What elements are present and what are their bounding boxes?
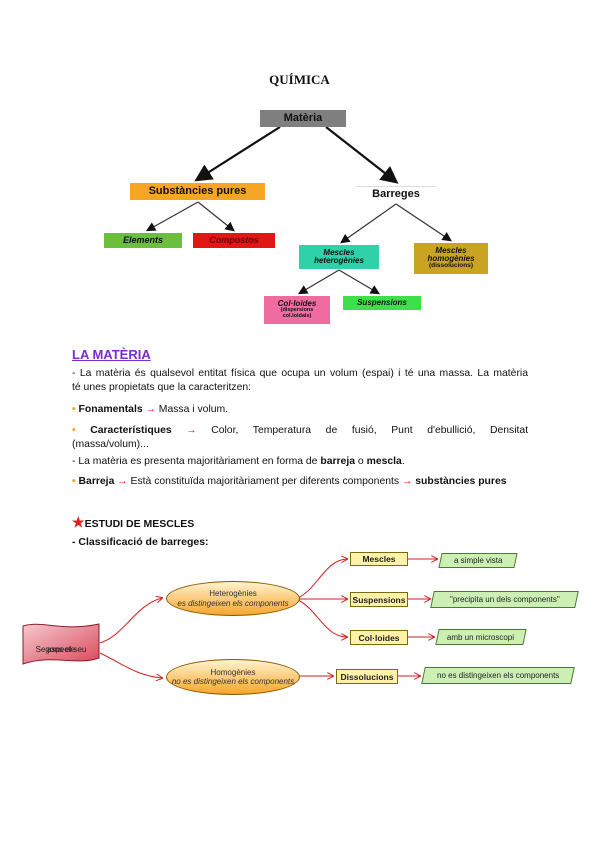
node-suspensions: Suspensions — [343, 296, 421, 310]
node-coll-line1: Col·loides — [277, 299, 317, 309]
result-suspensions-text: "precipita un dels components" — [449, 595, 560, 604]
barreja-text: Està constituïda majoritàriament per dif… — [130, 476, 400, 487]
red-arrow-icon: → — [117, 476, 128, 487]
node-materia: Matèria — [260, 110, 346, 127]
item-barreja: • Barreja → Està constituïda majoritària… — [72, 475, 528, 489]
node-compostos: Compostos — [193, 233, 275, 248]
presenta-o: o — [357, 456, 364, 467]
box-suspensions: Suspensions — [350, 592, 408, 607]
node-mescles-heterogenies: Mescles heterogènies — [299, 245, 379, 269]
fonamentals-text: Massa i volum. — [158, 404, 229, 415]
red-arrow-icon: → — [401, 476, 413, 487]
paragraph-definition: - La matèria és qualsevol entitat física… — [72, 367, 528, 394]
node-mhet-line2: heterogènies — [314, 256, 364, 265]
result-suspensions: "precipita un dels components" — [430, 591, 579, 608]
caracteristiques-label: Característiques — [90, 425, 172, 436]
car-word: fusió, — [351, 425, 377, 436]
heterogenies-desc: es distingeixen els components — [177, 598, 289, 608]
section-heading: LA MATÈRIA — [72, 347, 151, 362]
node-coll-line3: col.loidals) — [282, 313, 312, 320]
bullet-icon: • — [72, 425, 76, 436]
box-dissolucions: Dissolucions — [336, 669, 398, 684]
node-colloides: Col·loides (dispersions col.loidals) — [264, 296, 330, 324]
bullet-icon: • — [72, 476, 76, 487]
estudi-heading: ★ESTUDI DE MESCLES — [72, 514, 194, 531]
caracteristiques-line1: • Característiques → Color, Temperatura … — [72, 424, 528, 438]
red-arrow-icon: → — [145, 404, 156, 415]
homogenies-title: Homogènies — [210, 667, 256, 677]
start-flag-line2: aspecte — [46, 645, 76, 654]
heterogenies-node: Heterogènies es distingeixen els compone… — [166, 581, 300, 616]
star-icon: ★ — [72, 514, 85, 530]
fonamentals-label: Fonamentals — [78, 404, 143, 415]
estudi-subheading: - Classificació de barreges: — [72, 536, 209, 548]
page-title: QUÍMICA — [269, 72, 330, 87]
tree-connectors — [145, 126, 452, 295]
result-colloides: amb un microscopi — [435, 629, 527, 645]
presenta-mescla: mescla — [366, 456, 402, 467]
car-word: d'ebullició, — [427, 425, 476, 436]
result-mescles: a simple vista — [438, 553, 518, 568]
box-colloides: Col·loides — [350, 630, 408, 645]
node-mhom-line2: homogènies — [427, 254, 475, 264]
node-substancies-pures: Substàncies pures — [130, 183, 265, 200]
box-mescles: Mescles — [350, 552, 408, 566]
car-word: Punt — [391, 425, 413, 436]
red-arrow-icon: → — [186, 425, 197, 436]
node-barreges: Barreges — [356, 186, 436, 202]
result-dissolucions-text: no es distingeixen els components — [436, 671, 560, 680]
node-mhet-line1: Mescles — [323, 247, 355, 257]
paragraph-presenta: - La matèria es presenta majoritàriament… — [72, 455, 528, 469]
car-word: Color, — [211, 425, 239, 436]
node-mhom-line1: Mescles — [435, 245, 467, 255]
start-flag-line1: Segons el seu — [35, 645, 87, 654]
presenta-dot: . — [401, 456, 405, 467]
barreja-end: substàncies pures — [415, 476, 507, 487]
result-colloides-text: amb un microscopi — [447, 632, 515, 642]
definition-line2: té unes propietats que la caracteritzen: — [72, 381, 252, 393]
mixtures-connectors — [99, 540, 599, 710]
car-word: Densitat — [489, 425, 529, 436]
homogenies-node: Homogènies no es distingeixen els compon… — [166, 659, 300, 695]
caracteristiques-line2: (massa/volum)... — [72, 438, 149, 450]
barreja-label: Barreja — [78, 476, 115, 487]
start-flag-text: Segons el seu aspecte — [22, 634, 100, 654]
node-mhom-line3: (dissolucions) — [428, 262, 474, 270]
result-dissolucions: no es distingeixen els components — [421, 667, 575, 684]
start-flag: Segons el seu aspecte — [22, 622, 100, 665]
bullet-icon: • — [72, 404, 76, 415]
car-word: de — [325, 425, 338, 436]
node-elements: Elements — [104, 233, 182, 248]
item-fonamentals: • Fonamentals → Massa i volum. — [72, 403, 528, 417]
item-caracteristiques: • Característiques → Color, Temperatura … — [72, 424, 528, 451]
car-word: Temperatura — [252, 425, 312, 436]
node-coll-line2: (dispersions — [280, 307, 314, 314]
presenta-barreja: barreja — [320, 456, 356, 467]
node-mescles-homogenies: Mescles homogènies (dissolucions) — [414, 243, 488, 274]
result-mescles-text: a simple vista — [453, 556, 503, 565]
flag-shape — [22, 623, 100, 665]
definition-line1: - La matèria és qualsevol entitat física… — [72, 368, 528, 379]
heterogenies-title: Heterogènies — [209, 589, 257, 599]
presenta-text: - La matèria es presenta majoritàriament… — [72, 456, 318, 467]
homogenies-desc: no es distingeixen els components — [171, 677, 295, 686]
estudi-heading-text: ESTUDI DE MESCLES — [84, 518, 195, 530]
